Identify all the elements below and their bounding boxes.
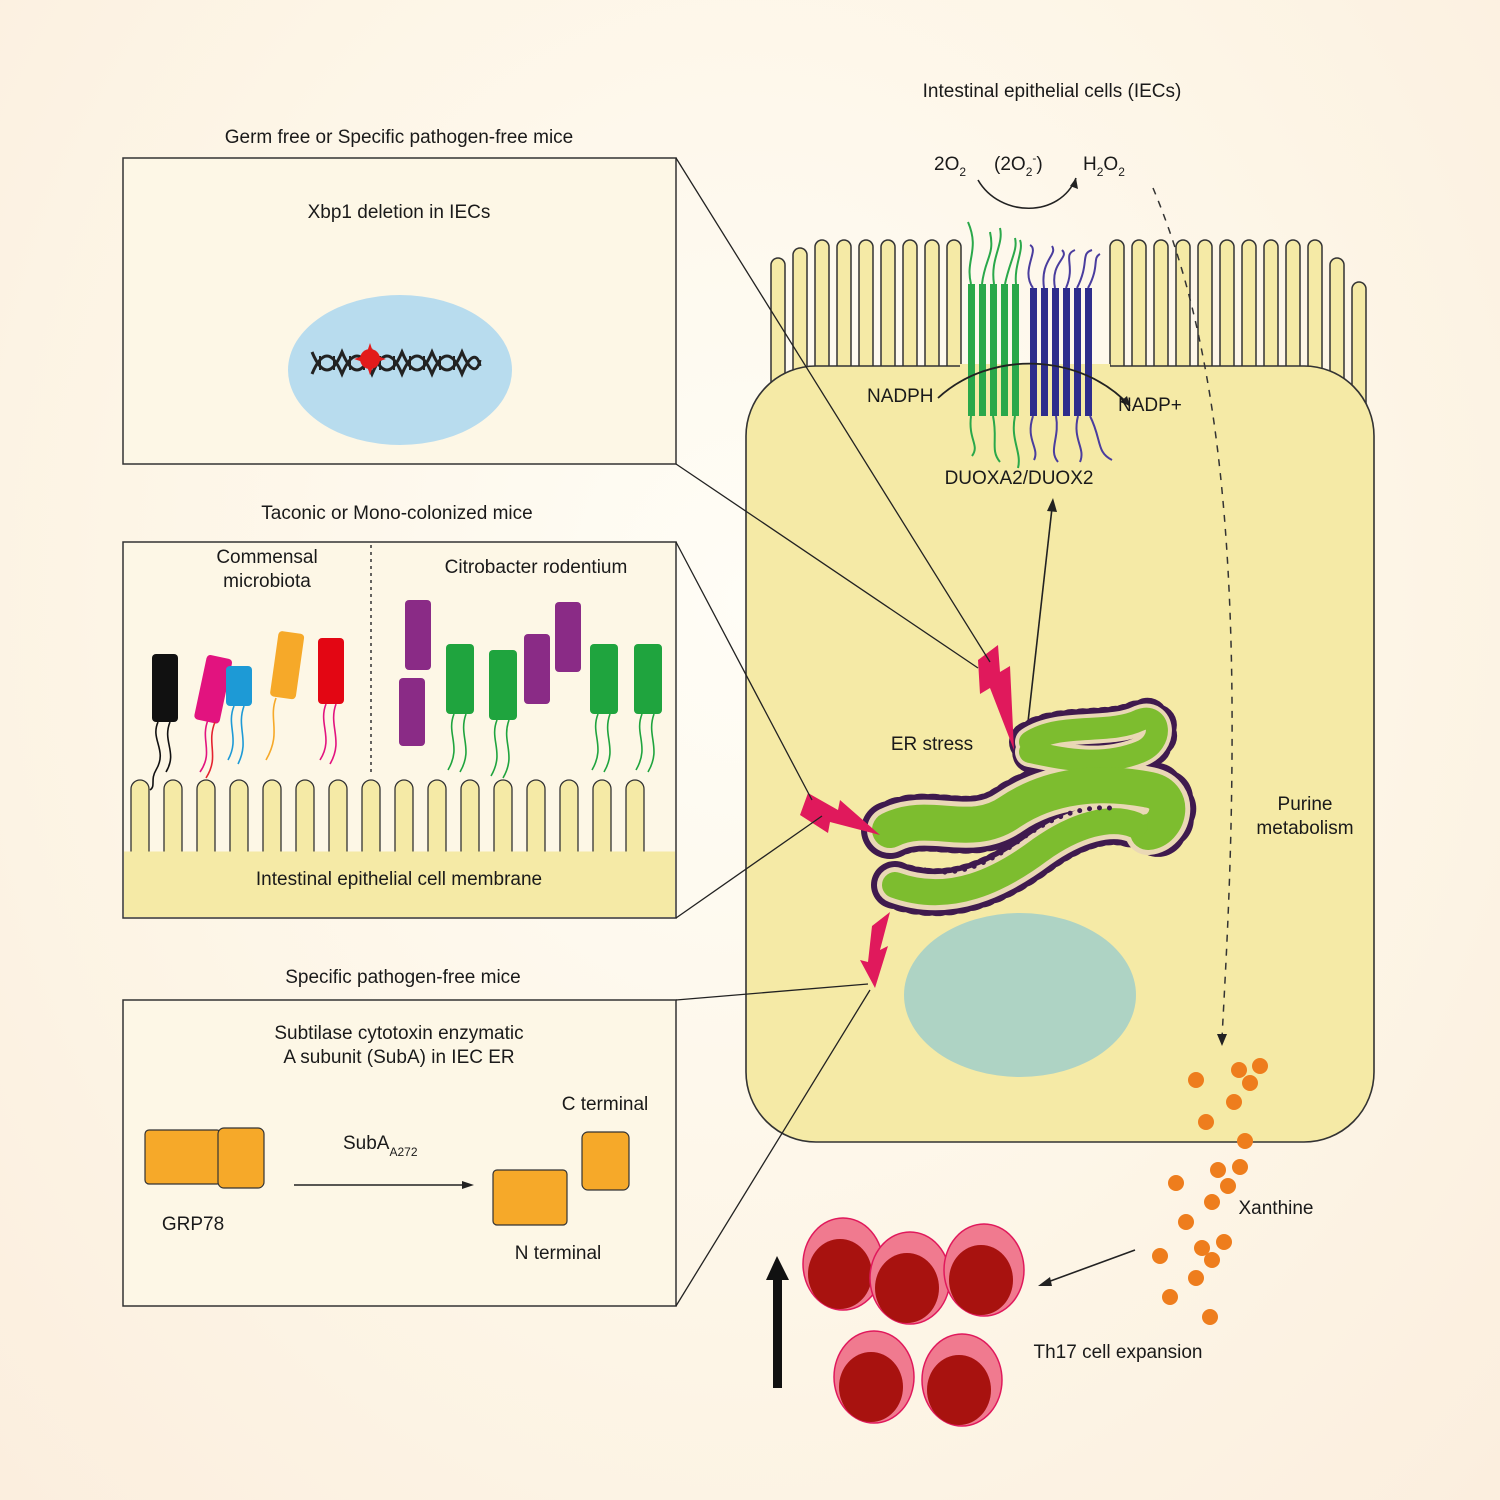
duoxa2-transporter — [967, 221, 1022, 469]
n-terminal-label: N terminal — [515, 1243, 602, 1264]
commensal-label-2: microbiota — [223, 571, 311, 592]
panel1-heading: Germ free or Specific pathogen-free mice — [225, 127, 574, 148]
reaction-arrow — [977, 177, 1077, 209]
nadph-arrow — [937, 362, 1131, 407]
lightning-icon — [800, 793, 880, 835]
connector-lines — [675, 157, 991, 1307]
th17-label: Th17 cell expansion — [1034, 1342, 1203, 1363]
membrane-villi — [130, 779, 645, 871]
er-to-duox-arrow — [1027, 507, 1053, 723]
xanthine-molecules — [1152, 1058, 1268, 1325]
increase-arrow-icon — [766, 1256, 789, 1388]
panel1-title: Xbp1 deletion in IECs — [308, 202, 491, 223]
nadph-label: NADPH — [867, 386, 934, 407]
nadp-label: NADP+ — [1118, 395, 1182, 416]
suba-label: SubAA272 — [343, 1133, 418, 1159]
duox2-transporter — [1027, 244, 1113, 463]
xanthine-arrow — [1044, 1249, 1136, 1284]
lightning-icon — [860, 912, 890, 988]
lightning-icon — [978, 645, 1014, 750]
citrobacter-label: Citrobacter rodentium — [445, 557, 628, 578]
reaction-o2: 2O2 — [934, 154, 966, 179]
membrane-base — [124, 852, 675, 917]
iec-title: Intestinal epithelial cells (IECs) — [923, 81, 1182, 102]
n-terminal-fragment — [492, 1169, 568, 1226]
c-terminal-fragment — [581, 1131, 630, 1191]
grp78-label: GRP78 — [162, 1214, 224, 1235]
c-terminal-label: C terminal — [562, 1094, 649, 1115]
reaction-superoxide: (2O2-) — [994, 151, 1043, 179]
grp78-protein — [144, 1127, 265, 1189]
purine-label-2: metabolism — [1256, 818, 1353, 839]
panel3-title-1: Subtilase cytotoxin enzymatic — [274, 1023, 523, 1044]
panel3-title-2: A subunit (SubA) in IEC ER — [283, 1047, 514, 1068]
xanthine-label: Xanthine — [1238, 1198, 1313, 1219]
er-stress-label: ER stress — [891, 734, 973, 755]
cell-nucleus — [904, 913, 1136, 1077]
commensal-label-1: Commensal — [216, 547, 317, 568]
membrane-label: Intestinal epithelial cell membrane — [256, 869, 542, 890]
th17-cells — [802, 1217, 1025, 1427]
iec-cell — [745, 239, 1375, 1143]
purine-label-1: Purine — [1278, 794, 1333, 815]
reaction-h2o2: H2O2 — [1083, 154, 1125, 179]
citrobacter-bacteria — [399, 600, 662, 779]
panel3-heading: Specific pathogen-free mice — [285, 967, 521, 988]
duox-label: DUOXA2/DUOX2 — [945, 468, 1094, 489]
purine-dashed-arrow — [1152, 187, 1233, 1039]
deletion-mark-icon — [354, 343, 386, 375]
panel2-heading: Taconic or Mono-colonized mice — [261, 503, 532, 524]
endoplasmic-reticulum — [861, 698, 1197, 917]
commensal-bacteria — [149, 631, 344, 791]
